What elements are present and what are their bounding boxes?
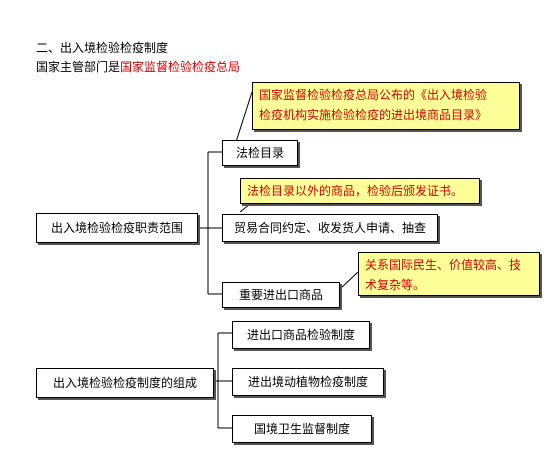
note-catalog-line2: 检疫机构实施检验检疫的进出境商品目录》 xyxy=(259,108,488,122)
note-catalog: 国家监督检验检疫总局公布的《出入境检验 检疫机构实施检验检疫的进出境商品目录》 xyxy=(252,82,520,130)
system-item-health: 国境卫生监督制度 xyxy=(232,415,372,443)
note-outside-catalog: 法检目录以外的商品，检验后颁发证书。 xyxy=(240,178,480,204)
note-1-pointer xyxy=(235,91,253,143)
note-catalog-line1: 国家监督检验检疫总局公布的《出入境检验 xyxy=(259,88,488,102)
system-root-node: 出入境检验检疫制度的组成 xyxy=(36,368,214,398)
system-connector xyxy=(212,332,232,429)
authority-prefix: 国家主管部门是 xyxy=(36,60,121,74)
note-important-goods-line1: 关系国际民生、价值较高、技 xyxy=(365,258,522,272)
system-item-inspection: 进出口商品检验制度 xyxy=(232,321,370,349)
scope-item-contract: 贸易合同约定、收发货人申请、抽查 xyxy=(222,214,438,242)
page-heading: 二、出入境检验检疫制度 xyxy=(36,41,169,55)
note-outside-catalog-line1: 法检目录以外的商品，检验后颁发证书。 xyxy=(247,184,464,198)
system-item-quarantine: 进出境动植物检疫制度 xyxy=(232,368,384,396)
authority-line: 国家主管部门是国家监督检验检疫总局 xyxy=(36,60,240,74)
note-important-goods-line2: 术复杂等。 xyxy=(365,278,426,292)
scope-connector xyxy=(196,151,222,295)
scope-item-important: 重要进出口商品 xyxy=(222,282,340,308)
note-2-pointer xyxy=(239,203,251,213)
scope-item-catalog: 法检目录 xyxy=(222,140,298,166)
note-important-goods: 关系国际民生、价值较高、技 术复杂等。 xyxy=(358,252,540,296)
authority-name: 国家监督检验检疫总局 xyxy=(120,60,241,74)
scope-root-node: 出入境检验检疫职责范围 xyxy=(36,213,198,243)
note-3-pointer xyxy=(339,271,359,290)
